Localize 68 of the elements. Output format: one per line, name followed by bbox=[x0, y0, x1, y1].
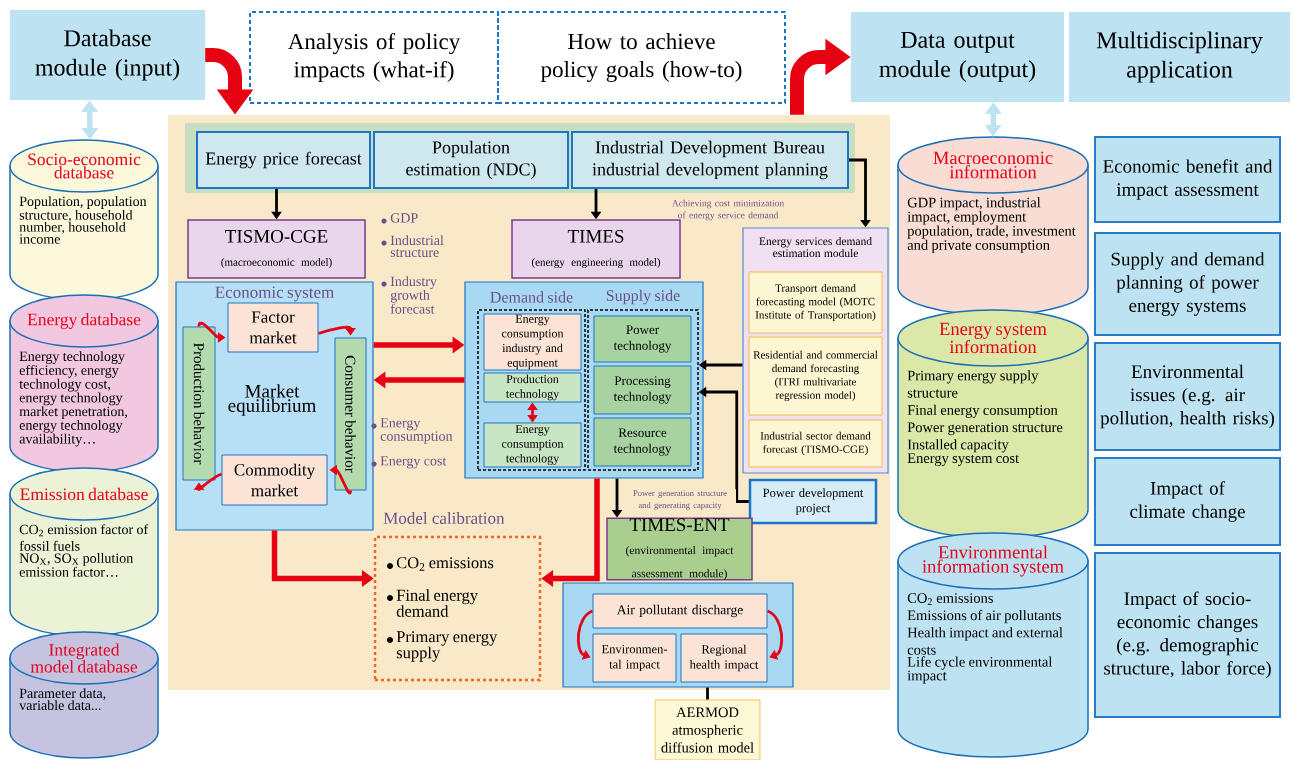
forecast-box: Residential and commercial demand forecasting (ITRI multivariate regression model) bbox=[748, 336, 883, 416]
dashed-box: How to achieve policy goals (how-to) bbox=[497, 11, 786, 104]
technology-box: Production technology bbox=[483, 372, 582, 403]
node-label: Energy system bbox=[939, 322, 1047, 339]
model-box: TISMO-CGE (macroeconomic model) bbox=[187, 219, 366, 279]
application-box: Economic benefit and impact assessment bbox=[1094, 136, 1281, 223]
node-label: CO$_{2}$ emissions bbox=[907, 593, 993, 605]
input-box: Industrial Development Bureau industrial development planning bbox=[571, 131, 849, 189]
behavior-bar: Consumer behavior bbox=[334, 337, 367, 491]
module-box: Database module (input) bbox=[10, 10, 205, 100]
node-label: Supply side bbox=[606, 289, 680, 305]
input-box: Energy price forecast bbox=[196, 131, 371, 189]
application-box: Environmental issues (e.g. air pollution, health risks) bbox=[1094, 342, 1281, 451]
behavior-bar: Production behavior bbox=[182, 326, 216, 481]
node-label: Model calibration bbox=[383, 512, 505, 524]
technology-box: Energy consumption industry and equipment bbox=[483, 313, 582, 371]
bullet-item: Energy cost bbox=[371, 456, 447, 469]
bullet-item: Industrial structure bbox=[381, 235, 444, 258]
database-cylinder: Integrated model database Parameter data, variable data... bbox=[9, 631, 159, 759]
edge-label: Power generation structure and generating capacity bbox=[633, 490, 727, 510]
market-box: Factor market bbox=[227, 302, 319, 353]
impact-box: Air pollutant discharge bbox=[592, 593, 768, 629]
node-label: model database bbox=[30, 660, 138, 673]
arrow bbox=[193, 472, 223, 491]
node-label: Integrated bbox=[49, 643, 120, 660]
dashed-box: Analysis of policy impacts (what-if) bbox=[249, 11, 499, 104]
bullet-item: Industry growth forecast bbox=[381, 276, 437, 314]
model-box: TIMES (energy engineering model) bbox=[511, 219, 681, 279]
market-box: Commodity market bbox=[221, 454, 328, 506]
application-box: Impact of climate change bbox=[1094, 457, 1281, 546]
model-box: TIMES-ENT (environmental impact assessment module) bbox=[606, 517, 753, 581]
technology-box: Power technology bbox=[593, 315, 692, 363]
node-label: Life cycle environmental impact bbox=[907, 656, 1053, 684]
node-label: Emissions of air pollutants bbox=[907, 609, 1061, 624]
arrow bbox=[576, 609, 594, 660]
technology-box: Resource technology bbox=[593, 417, 692, 467]
node-label: Demand side bbox=[490, 291, 573, 303]
forecast-box: Industrial sector demand forecast (TISMO-CGE) bbox=[748, 419, 883, 468]
arrow bbox=[766, 609, 784, 660]
dashed-box: Model calibration CO$_{2}$ emissions Final energy demand Primary energy supply bbox=[373, 512, 542, 682]
technology-box: Processing technology bbox=[593, 365, 692, 415]
heading-box: Multidisciplinary application bbox=[1069, 12, 1290, 102]
node-label: information system bbox=[922, 559, 1064, 577]
database-cylinder: Macroeconomic information GDP impact, industrial impact, employment population, trade, investment and private consumption bbox=[897, 136, 1089, 316]
node-label: Socio-economic bbox=[28, 153, 141, 166]
node-label: Macroeconomic bbox=[933, 151, 1053, 165]
application-box: Impact of socio-economic changes (e.g. demographic structure, labor force) bbox=[1094, 552, 1281, 718]
application-box: Supply and demand planning of power energy systems bbox=[1094, 232, 1281, 336]
database-cylinder: Environmental information system CO$_{2}$ emissions Emissions of air pollutants Health impact and external costs Life cycle environmental impact bbox=[897, 532, 1089, 758]
input-box: Population estimation (NDC) bbox=[373, 131, 569, 189]
node-label: Environmental bbox=[938, 545, 1048, 559]
bullet-item: GDP bbox=[381, 213, 418, 224]
database-cylinder: Emission database CO$_{2}$ emission factor of fossil fuels NO$_{X}$, SO$_{X}$ pollution emission factor… bbox=[9, 467, 159, 637]
annotation-text: Achieving cost minimization of energy service demand bbox=[672, 199, 784, 221]
technology-box: Energy consumption technology bbox=[483, 422, 582, 468]
database-cylinder: Energy database Energy technology efficiency, energy technology cost, energy technology market penetration, energy technology availability… bbox=[9, 294, 159, 473]
connector-line bbox=[706, 687, 709, 700]
database-cylinder: Socio-economic database Population, population structure, household number, household income bbox=[9, 139, 159, 301]
model-box: AERMOD atmospheric diffusion model bbox=[654, 699, 761, 760]
project-box: Power development project bbox=[748, 478, 878, 525]
node-label: Health impact and external costs bbox=[907, 627, 1063, 655]
impact-box: Regional health impact bbox=[680, 633, 768, 683]
database-cylinder: Energy system information Primary energy supply structure Final energy consumption Power generation structure Installed capacity Energy system cost bbox=[897, 309, 1089, 539]
impact-box: Environmen- tal impact bbox=[592, 633, 677, 683]
module-box: Data output module (output) bbox=[851, 12, 1064, 102]
bullet-item: Energy consumption bbox=[371, 418, 453, 444]
node-label: Parameter data, variable data... bbox=[19, 688, 106, 711]
forecast-box: Transport demand forecasting model (MOTC Institute of Transportation) bbox=[748, 271, 883, 334]
